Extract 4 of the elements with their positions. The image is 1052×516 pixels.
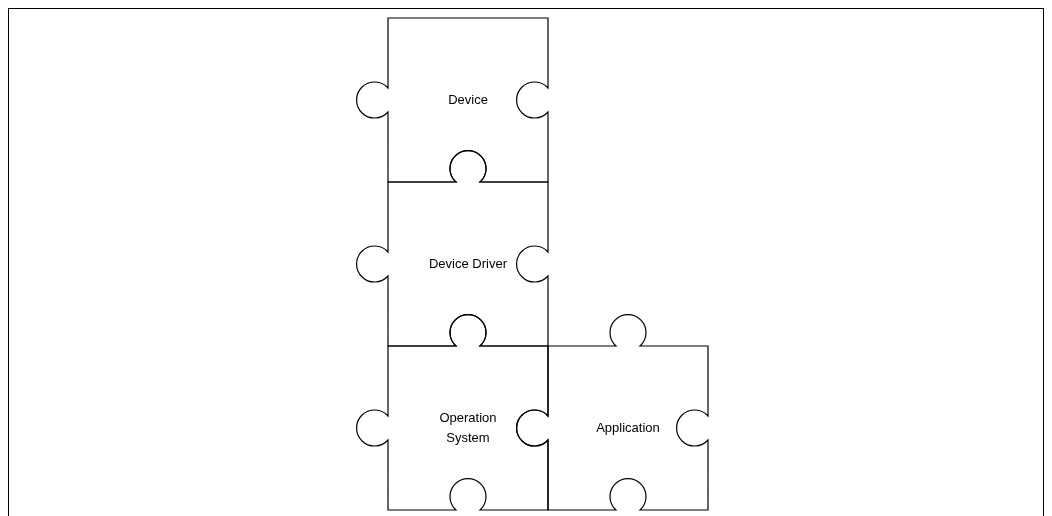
piece-label: Operation System [438, 409, 498, 447]
piece-label: Application [596, 419, 660, 437]
piece-label: Device Driver [429, 255, 507, 273]
piece-label: Device [448, 91, 488, 109]
